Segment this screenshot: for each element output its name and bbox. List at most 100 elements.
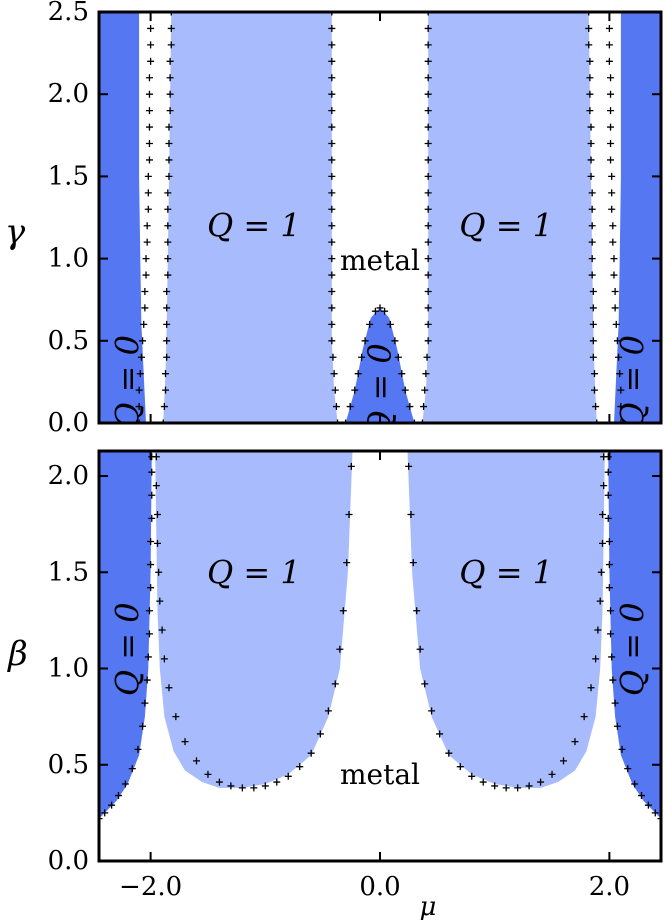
- boundary-marker: [605, 41, 613, 49]
- phase-region-0: [99, 451, 152, 819]
- boundary-marker: [386, 320, 394, 328]
- boundary-marker: [600, 453, 608, 461]
- boundary-marker: [163, 320, 171, 328]
- boundary-marker: [165, 684, 173, 692]
- boundary-marker: [316, 730, 324, 738]
- boundary-marker: [147, 561, 155, 569]
- y-tick-label: 1.0: [48, 654, 89, 684]
- boundary-marker: [594, 626, 602, 634]
- boundary-marker: [328, 222, 336, 230]
- boundary-marker: [145, 156, 153, 164]
- boundary-marker: [416, 645, 424, 653]
- boundary-marker: [162, 370, 170, 378]
- boundary-marker: [585, 24, 593, 32]
- boundary-marker: [424, 41, 432, 49]
- boundary-marker: [358, 353, 366, 361]
- boundary-marker: [354, 370, 362, 378]
- boundary-marker: [514, 784, 522, 792]
- boundary-marker: [227, 782, 235, 790]
- boundary-marker: [611, 699, 619, 707]
- boundary-markers-4: [328, 12, 342, 423]
- boundary-marker: [608, 653, 616, 661]
- boundary-marker: [139, 722, 147, 730]
- boundary-marker: [424, 172, 432, 180]
- boundary-marker: [456, 763, 464, 771]
- boundary-markers-3: [405, 453, 608, 792]
- boundary-marker: [597, 568, 605, 576]
- y-tick-label: 1.5: [48, 161, 89, 191]
- boundary-marker: [328, 74, 336, 82]
- boundary-marker: [164, 255, 172, 263]
- boundary-marker: [589, 337, 597, 345]
- boundary-marker: [424, 140, 432, 148]
- boundary-marker: [413, 607, 421, 615]
- boundary-marker: [328, 172, 336, 180]
- boundary-marker: [141, 287, 149, 295]
- boundary-marker: [407, 511, 415, 519]
- phase-region-0: [99, 12, 146, 423]
- boundary-marker: [613, 337, 621, 345]
- boundary-marker: [424, 222, 432, 230]
- boundary-marker: [612, 320, 620, 328]
- boundary-marker: [137, 353, 145, 361]
- boundary-marker: [328, 304, 336, 312]
- boundary-marker: [328, 189, 336, 197]
- annotation-q0-right: Q = 0: [613, 602, 651, 696]
- boundary-marker: [588, 205, 596, 213]
- boundary-marker: [261, 782, 269, 790]
- boundary-marker: [604, 468, 612, 476]
- boundary-marker: [332, 403, 340, 411]
- boundary-marker: [609, 222, 617, 230]
- phase-region-3: [422, 12, 621, 423]
- boundary-marker: [147, 584, 155, 592]
- boundary-marker: [618, 745, 626, 753]
- boundary-marker: [250, 784, 258, 792]
- boundary-marker: [330, 370, 338, 378]
- boundary-marker: [638, 792, 646, 800]
- y-tick-label: 1.5: [48, 557, 89, 587]
- phase-region-2: [139, 12, 338, 423]
- boundary-marker: [616, 370, 624, 378]
- boundary-marker: [328, 271, 336, 279]
- boundary-marker: [605, 57, 613, 65]
- y-tick-label: 1.0: [48, 244, 89, 274]
- boundary-marker: [587, 684, 595, 692]
- boundary-marker: [167, 12, 175, 16]
- boundary-marker: [424, 287, 432, 295]
- boundary-marker: [135, 419, 143, 423]
- boundary-marker: [585, 12, 593, 16]
- boundary-marker: [328, 12, 336, 16]
- boundary-marker: [328, 41, 336, 49]
- boundary-marker: [328, 107, 336, 115]
- boundary-marker: [329, 353, 337, 361]
- boundary-marker: [136, 370, 144, 378]
- boundary-marker: [607, 74, 615, 82]
- top-y-axis-label: γ: [5, 212, 26, 252]
- boundary-marker: [165, 156, 173, 164]
- boundary-marker: [592, 403, 600, 411]
- boundary-marker: [424, 205, 432, 213]
- boundary-marker: [328, 156, 336, 164]
- boundary-marker: [424, 156, 432, 164]
- boundary-marker: [610, 255, 618, 263]
- boundary-marker: [381, 307, 389, 315]
- boundary-marker: [155, 568, 163, 576]
- boundary-marker: [424, 90, 432, 98]
- boundary-marker: [145, 74, 153, 82]
- boundary-markers-0: [99, 453, 156, 823]
- boundary-marker: [617, 386, 625, 394]
- bottom-y-axis-label: β: [6, 634, 28, 674]
- boundary-marker: [204, 770, 212, 778]
- boundary-marker: [617, 403, 625, 411]
- boundary-marker: [468, 772, 476, 780]
- annotation-q0-left: Q = 0: [109, 602, 147, 696]
- boundary-marker: [135, 386, 143, 394]
- boundary-marker: [145, 630, 153, 638]
- x-tick-label: 0.0: [359, 872, 400, 902]
- boundary-marker: [424, 189, 432, 197]
- boundary-marker: [135, 403, 143, 411]
- boundary-marker: [607, 123, 615, 131]
- boundary-marker: [336, 645, 344, 653]
- y-tick-label: 0.5: [48, 750, 89, 780]
